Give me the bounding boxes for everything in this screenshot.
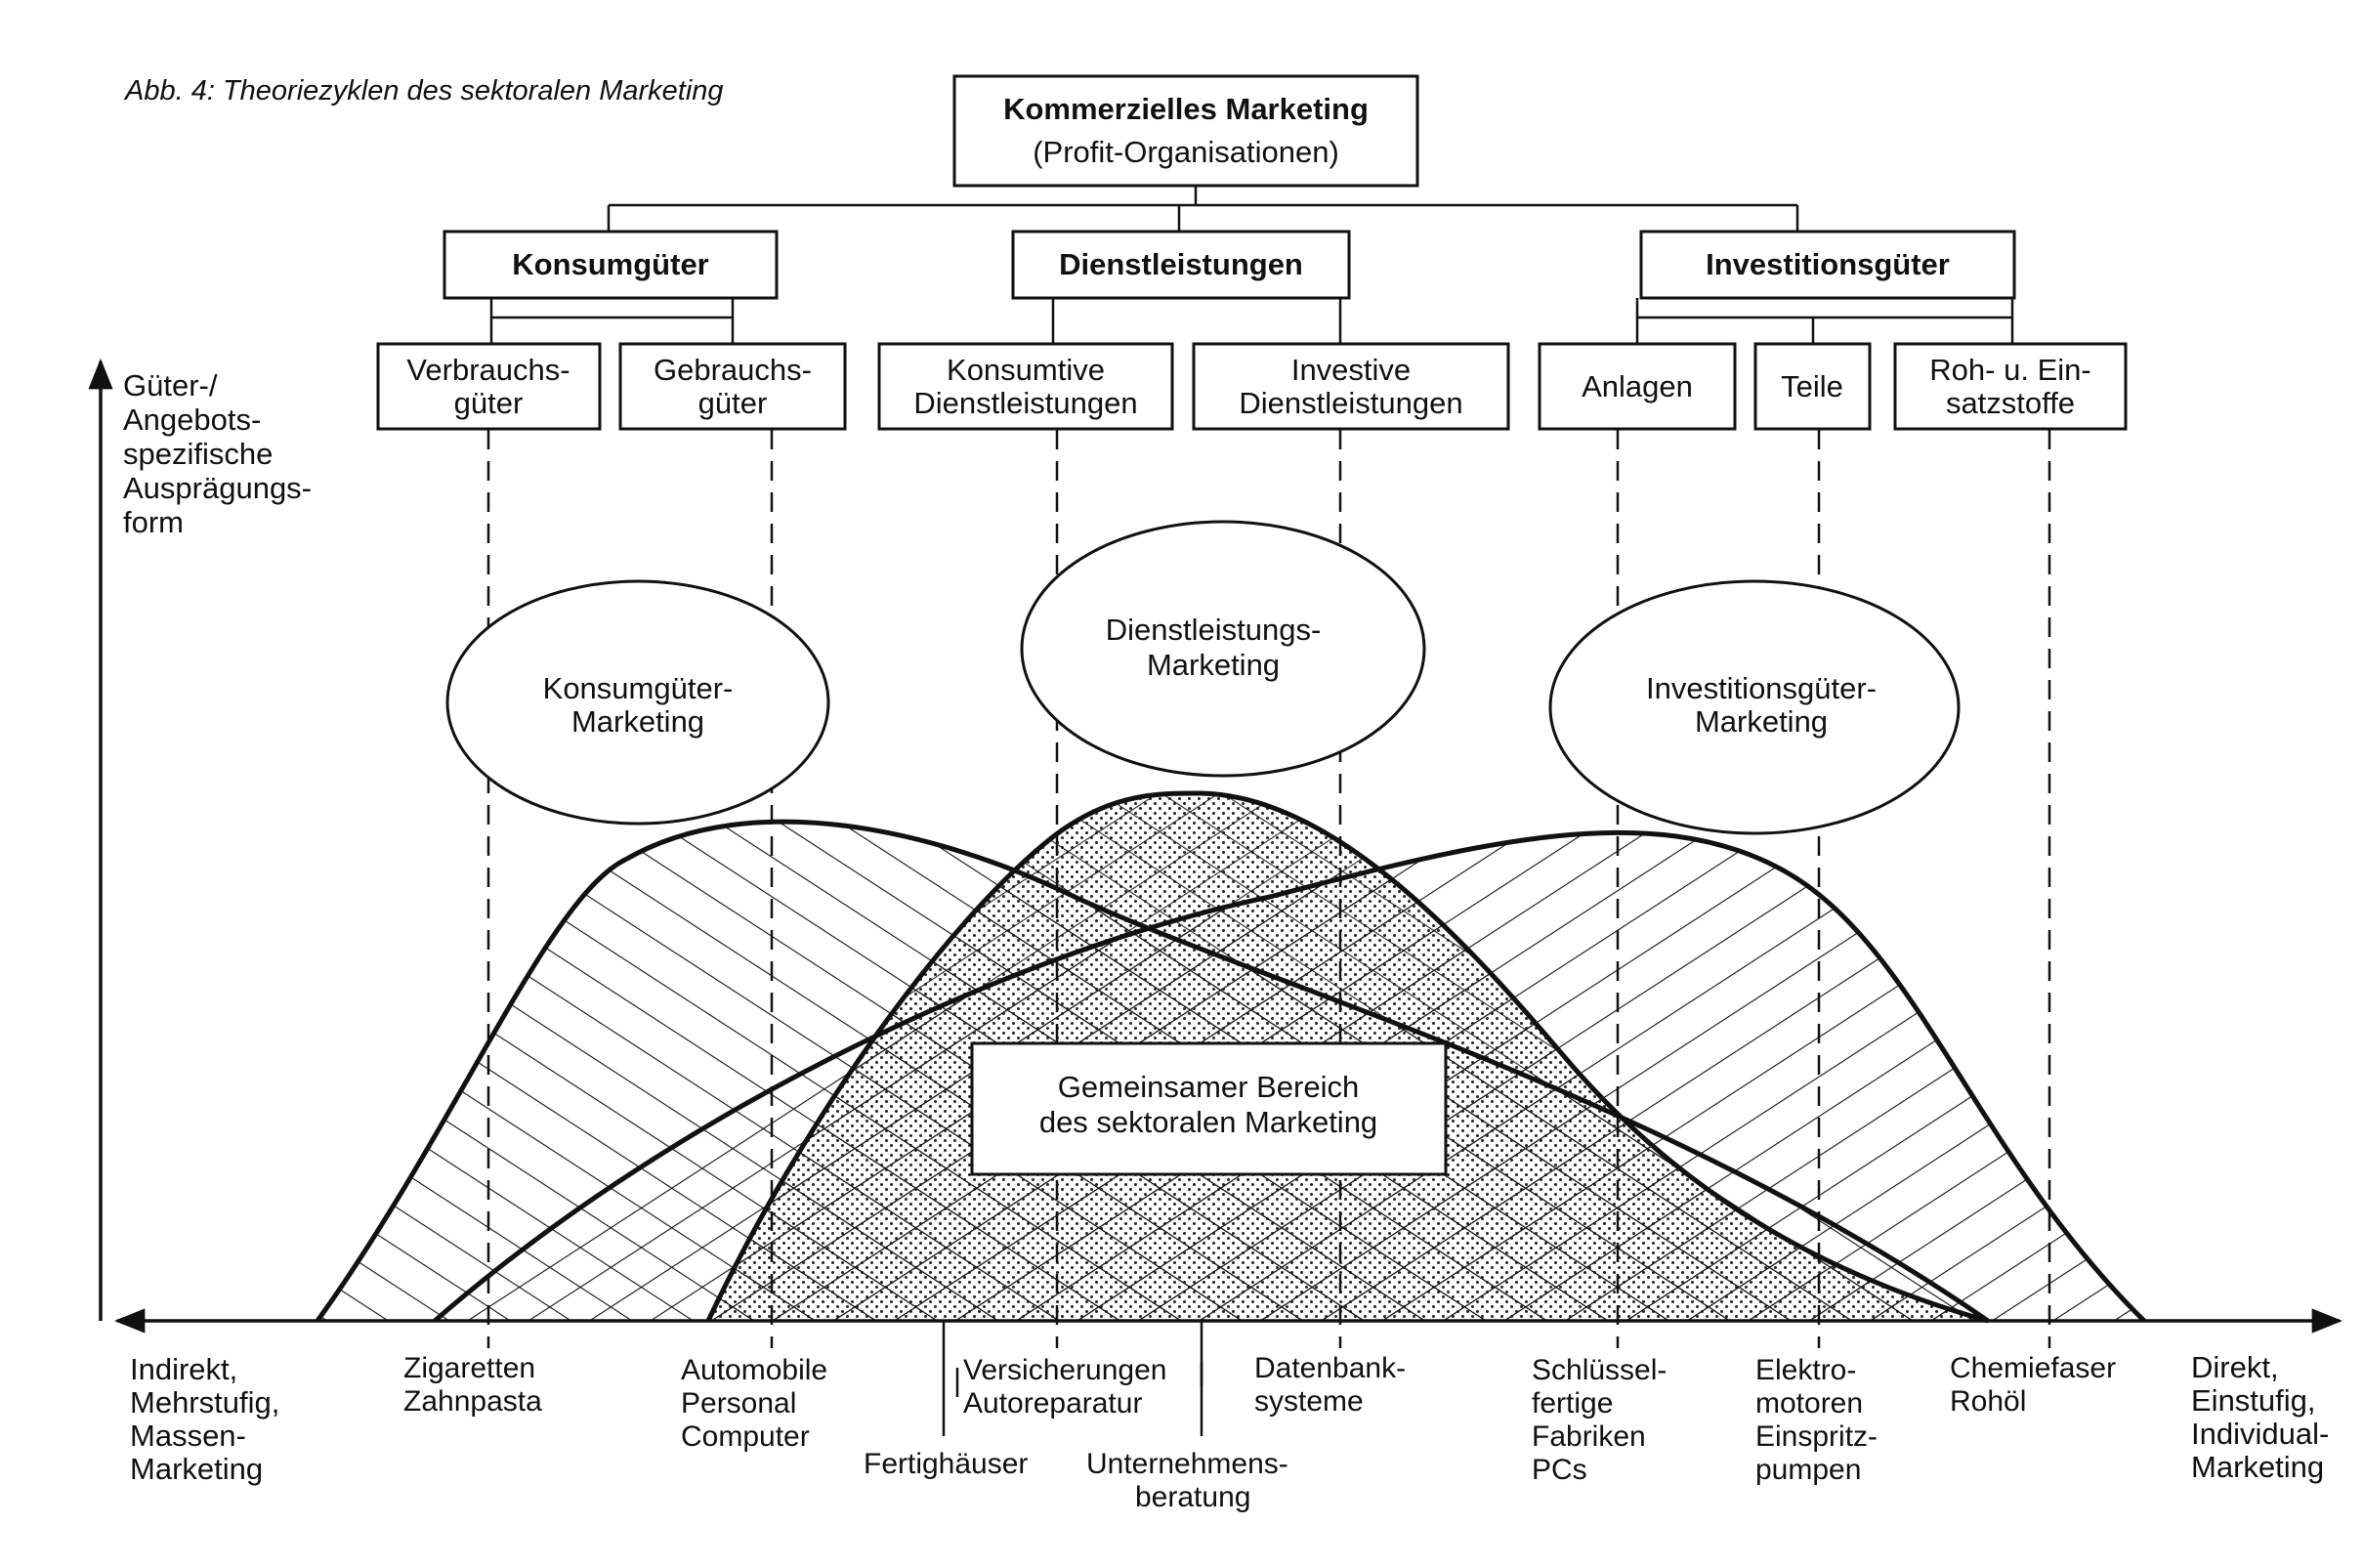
subcategory-konsumtive-dienstleistungen: Konsumtive Dienstleistungen	[877, 342, 1174, 431]
figure-caption: Abb. 4: Theoriezyklen des sektoralen Mar…	[123, 75, 724, 106]
svg-text:Dienstleistungen: Dienstleistungen	[1239, 386, 1462, 420]
root-subtitle: (Profit-Organisationen)	[1033, 135, 1339, 169]
example-versicherungen: Versicherungen Autoreparatur	[963, 1354, 1175, 1420]
example-unternehmensberatung: Unternehmens- beratung	[1086, 1448, 1296, 1513]
svg-text:Dienstleistungen: Dienstleistungen	[913, 386, 1137, 420]
root-title: Kommerzielles Marketing	[1003, 92, 1369, 126]
example-automobile: Automobile Personal Computer	[681, 1354, 835, 1453]
svg-text:Marketing: Marketing	[1695, 704, 1828, 739]
axis-right-label: Direkt, Einstufig, Individual- Marketing	[2191, 1350, 2338, 1484]
svg-text:Dienstleistungen: Dienstleistungen	[1059, 247, 1303, 281]
svg-text:Roh- u. Ein-: Roh- u. Ein-	[1929, 353, 2090, 387]
sector-box-konsumgueter: Konsumgüter	[443, 230, 779, 300]
example-datenbanksysteme: Datenbank- systeme	[1254, 1352, 1414, 1418]
tree-connectors	[489, 186, 2014, 344]
root-box: Kommerzielles Marketing (Profit-Organisa…	[952, 74, 1419, 188]
axis-left-label: Indirekt, Mehrstufig, Massen- Marketing	[130, 1352, 288, 1486]
svg-text:Konsumgüter: Konsumgüter	[512, 247, 709, 281]
svg-text:Investitionsgüter: Investitionsgüter	[1706, 247, 1950, 281]
svg-text:Konsumgüter-: Konsumgüter-	[543, 671, 734, 705]
common-area-box: Gemeinsamer Bereich des sektoralen Marke…	[970, 1041, 1448, 1176]
subcategory-roh-einsatzstoffe: Roh- u. Ein- satzstoffe	[1893, 342, 2128, 431]
example-elektromotoren: Elektro- motoren Einspritz- pumpen	[1755, 1354, 1885, 1486]
sector-box-investitionsgueter: Investitionsgüter	[1639, 230, 2016, 300]
dienstleistungs-curve	[705, 790, 1989, 1324]
dienstleistungs-marketing-ellipse: Dienstleistungs- Marketing	[1020, 520, 1426, 778]
svg-text:Marketing: Marketing	[1147, 648, 1280, 682]
example-zigaretten: Zigaretten Zahnpasta	[403, 1352, 543, 1418]
example-chemiefaser: Chemiefaser Rohöl	[1950, 1352, 2124, 1418]
subcategory-gebrauchsgueter: Gebrauchs- güter	[618, 342, 847, 431]
svg-text:satzstoffe: satzstoffe	[1946, 386, 2075, 420]
svg-text:güter: güter	[698, 386, 768, 420]
svg-text:güter: güter	[454, 386, 524, 420]
sector-box-dienstleistungen: Dienstleistungen	[1011, 230, 1351, 300]
konsumgueter-marketing-ellipse: Konsumgüter- Marketing	[445, 579, 830, 826]
konsumgueter-curve	[315, 819, 1990, 1324]
subcategory-teile: Teile	[1753, 342, 1872, 431]
investitionsgueter-curve	[433, 829, 2146, 1323]
svg-text:Investive: Investive	[1291, 353, 1411, 387]
subcategory-investive-dienstleistungen: Investive Dienstleistungen	[1192, 342, 1510, 431]
example-ticks	[942, 1321, 1203, 1436]
y-axis-label: Güter-/ Angebots- spezifische Ausprägung…	[123, 368, 320, 539]
subcategory-anlagen: Anlagen	[1538, 342, 1737, 431]
svg-text:Marketing: Marketing	[571, 704, 704, 739]
svg-text:Gebrauchs-: Gebrauchs-	[654, 353, 812, 387]
svg-text:Verbrauchs-: Verbrauchs-	[406, 353, 570, 387]
svg-text:Investitionsgüter-: Investitionsgüter-	[1646, 671, 1877, 705]
example-fertighaeuser: Fertighäuser	[864, 1448, 1028, 1480]
svg-text:des sektoralen Marketing: des sektoralen Marketing	[1039, 1105, 1377, 1139]
subcategory-verbrauchsgueter: Verbrauchs- güter	[376, 342, 602, 431]
svg-text:Dienstleistungs-: Dienstleistungs-	[1106, 613, 1322, 647]
investitionsgueter-marketing-ellipse: Investitionsgüter- Marketing	[1548, 579, 1961, 835]
svg-text:Konsumtive: Konsumtive	[947, 353, 1105, 387]
svg-text:Anlagen: Anlagen	[1582, 369, 1693, 403]
example-schluesselfertige-fabriken: Schlüssel- fertige Fabriken PCs	[1532, 1354, 1675, 1486]
svg-text:Gemeinsamer Bereich: Gemeinsamer Bereich	[1058, 1070, 1359, 1104]
svg-text:Teile: Teile	[1781, 369, 1843, 403]
